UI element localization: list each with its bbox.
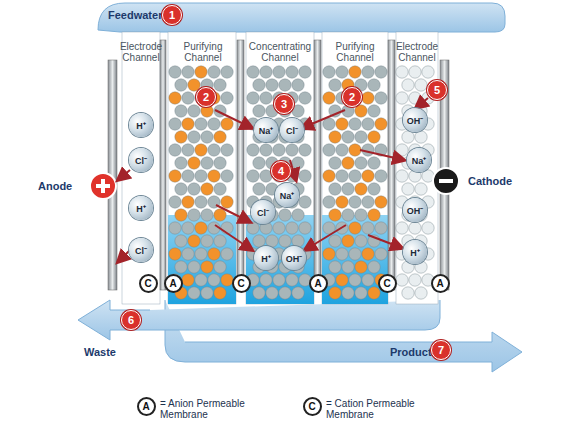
ion-ball: H⁺ (403, 240, 427, 264)
callout-number: 1 (162, 5, 182, 25)
ion-symbol: H⁺ (261, 252, 271, 265)
membrane-letter: A (431, 274, 450, 293)
channel-heading: Electrode Channel (381, 41, 453, 63)
callout-number: 5 (427, 80, 447, 100)
membrane-letter: A (164, 274, 183, 293)
ion-ball: Na⁺ (275, 183, 299, 207)
callout-number: 6 (121, 310, 141, 330)
ion-symbol: Cl⁻ (135, 244, 147, 257)
electrode-label: Cathode (468, 175, 512, 187)
flow-label: Feedwater (108, 9, 162, 21)
ion-ball: Cl⁻ (129, 148, 153, 172)
ion-ball: H⁺ (254, 246, 278, 270)
ion-ball: Cl⁻ (280, 118, 304, 142)
ion-ball: Cl⁻ (129, 238, 153, 262)
flow-label: Waste (84, 346, 116, 358)
ion-ball: H⁺ (129, 113, 153, 137)
ion-symbol: Na⁺ (412, 154, 427, 167)
ion-symbol: Na⁺ (259, 124, 274, 137)
legend-text: = Anion Permeable Membrane (160, 398, 270, 420)
ion-symbol: H⁺ (136, 119, 146, 132)
ion-symbol: OH⁻ (407, 114, 424, 127)
callout-number: 7 (431, 340, 451, 360)
flow-label: Product (390, 346, 432, 358)
ion-symbol: Na⁺ (280, 189, 295, 202)
ion-symbol: OH⁻ (407, 204, 424, 217)
ion-ball: Na⁺ (407, 148, 431, 172)
membrane-letter: C (232, 274, 251, 293)
channel-heading: Purifying Channel (167, 41, 239, 63)
ion-symbol: H⁺ (410, 246, 420, 259)
ion-symbol: Cl⁻ (257, 206, 269, 219)
membrane-letter: A (309, 274, 328, 293)
callout-number: 4 (271, 161, 291, 181)
legend-letter: C (303, 397, 322, 416)
channel-heading: Concentrating Channel (244, 41, 316, 63)
channel-heading: Purifying Channel (319, 41, 391, 63)
ion-symbol: Cl⁻ (135, 154, 147, 167)
callout-number: 3 (274, 94, 294, 114)
ion-symbol: Cl⁻ (286, 124, 298, 137)
ion-ball: Na⁺ (254, 118, 278, 142)
ion-ball: Cl⁻ (251, 200, 275, 224)
legend-text: = Cation Permeable Membrane (326, 398, 436, 420)
membrane-letter: C (378, 274, 397, 293)
callout-number: 2 (342, 87, 362, 107)
membrane-letter: C (139, 274, 158, 293)
ion-symbol: H⁺ (136, 202, 146, 215)
legend-letter: A (137, 397, 156, 416)
ion-ball: H⁺ (129, 196, 153, 220)
ion-symbol: OH⁻ (286, 252, 303, 265)
channel-heading: Electrode Channel (105, 41, 177, 63)
callout-number: 2 (196, 87, 216, 107)
electrode-label: Anode (38, 180, 72, 192)
